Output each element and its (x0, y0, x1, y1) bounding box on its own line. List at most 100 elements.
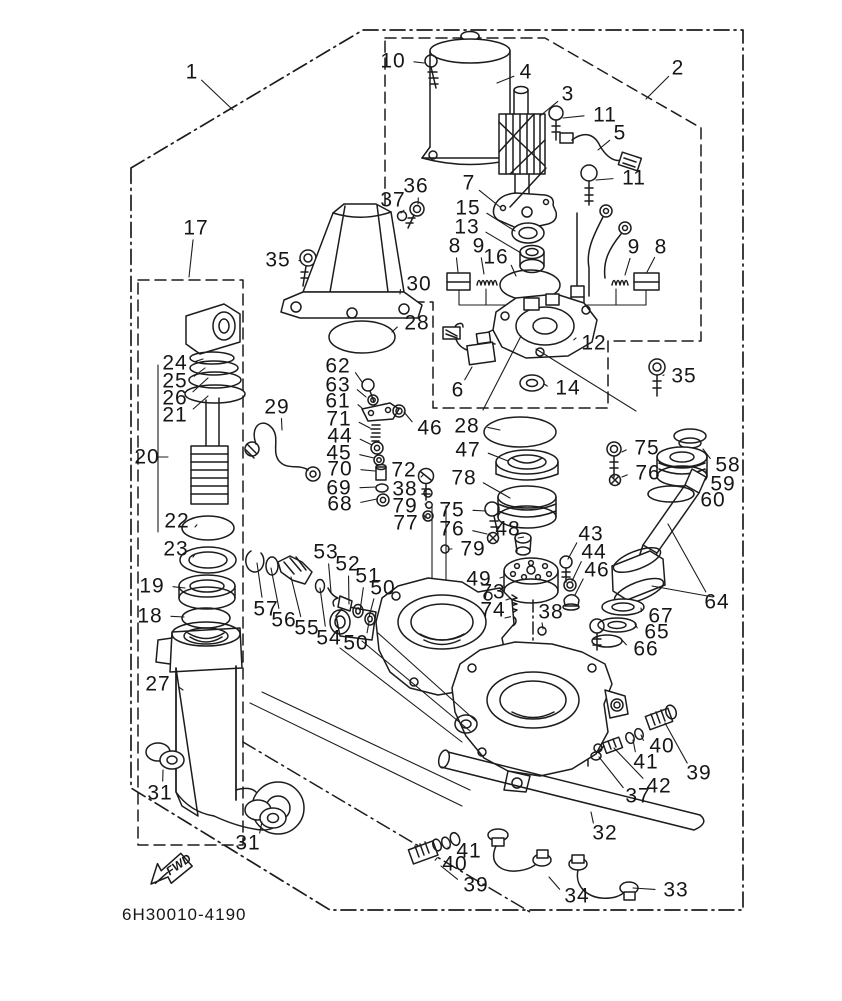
callout-number-70: 70 (327, 458, 352, 481)
callout-31: 31 (147, 769, 172, 805)
callout-leader-19 (172, 586, 186, 589)
callout-leader-6 (464, 366, 473, 381)
callout-number-57: 57 (253, 598, 278, 621)
callout-number-76: 76 (635, 462, 660, 485)
callout-number-1: 1 (186, 61, 199, 84)
wire-5-sketch (559, 132, 643, 172)
callout-52: 52 (335, 553, 360, 605)
callout-63: 63 (325, 374, 367, 398)
washers-24-25-26-sketch (184, 351, 246, 404)
piston-eye-21-sketch (185, 303, 241, 355)
callout-number-12: 12 (581, 332, 606, 355)
callout-leader-40 (640, 734, 644, 741)
callout-number-3: 3 (562, 83, 575, 106)
brush-alignment-lines (458, 288, 647, 306)
callout-number-46: 46 (417, 417, 442, 440)
rings-67-65-66-sketch (589, 598, 645, 651)
callout-leader-27 (177, 686, 184, 691)
valve-assembly-leader-lines (249, 632, 478, 807)
callout-number-7: 7 (463, 172, 476, 195)
callout-10: 10 (380, 50, 425, 73)
callout-37: 37 (598, 756, 650, 808)
callout-leader-28 (487, 426, 501, 431)
callout-number-68: 68 (327, 493, 352, 516)
callout-number-39: 39 (463, 874, 488, 897)
callout-number-54: 54 (316, 627, 341, 650)
callout-35: 35 (265, 249, 302, 272)
callout-leader-13 (485, 231, 522, 254)
callout-number-65: 65 (644, 621, 669, 644)
callout-number-76: 76 (439, 518, 464, 541)
callout-number-74: 74 (480, 599, 505, 622)
brush-holder-right-sketch (611, 272, 660, 291)
callout-number-31: 31 (235, 832, 260, 855)
motor-sketch (421, 30, 519, 166)
armature-3-sketch (498, 85, 546, 225)
callout-34: 34 (548, 876, 589, 908)
callout-leader-3 (539, 100, 559, 117)
callout-leader-57 (256, 562, 263, 598)
callout-leader-75 (621, 449, 627, 453)
callout-number-2: 2 (672, 57, 685, 80)
callout-11: 11 (595, 167, 645, 190)
callout-leader-69 (359, 486, 377, 489)
callout-leader-41 (632, 739, 636, 753)
callout-58: 58 (702, 448, 740, 477)
callout-number-79: 79 (460, 538, 485, 561)
callout-number-9: 9 (628, 236, 641, 259)
callout-45: 45 (326, 442, 375, 465)
callout-61: 61 (325, 390, 364, 413)
callout-number-11: 11 (593, 104, 617, 127)
free-piston-64-sketch (611, 468, 714, 605)
callout-number-72: 72 (391, 459, 416, 482)
brush-holder-left-sketch (446, 272, 498, 291)
callout-57: 57 (253, 562, 278, 621)
callout-79: 79 (447, 538, 485, 561)
callout-66: 66 (621, 638, 658, 661)
callout-59: 59 (705, 469, 735, 496)
callout-leader-24 (195, 358, 204, 362)
callout-leader-50 (368, 598, 375, 618)
callout-number-17: 17 (183, 217, 208, 240)
callout-number-44: 44 (581, 541, 606, 564)
callout-number-14: 14 (555, 377, 580, 400)
callout-number-75: 75 (439, 499, 464, 522)
callout-leader-9 (480, 257, 485, 275)
callout-leader-32 (590, 811, 594, 824)
callout-number-5: 5 (614, 122, 627, 145)
callout-15: 15 (455, 197, 516, 232)
callout-71: 71 (326, 408, 371, 431)
callout-number-60: 60 (700, 489, 725, 512)
callout-number-22: 22 (164, 510, 189, 533)
callout-number-39: 39 (686, 762, 711, 785)
oring-38-right-sketch (537, 626, 547, 636)
callout-number-30: 30 (406, 273, 431, 296)
parts-43-44-46-sketch (559, 555, 580, 611)
callout-leader-28 (391, 326, 398, 333)
callout-44: 44 (327, 425, 373, 448)
callout-56: 56 (270, 567, 296, 632)
callout-5: 5 (597, 122, 627, 151)
callout-31: 31 (235, 821, 263, 855)
callout-number-26: 26 (162, 387, 187, 410)
callout-leader-60 (692, 493, 695, 497)
callout-leader-10 (413, 61, 425, 64)
callout-67: 67 (640, 605, 673, 628)
callout-number-41: 41 (633, 751, 658, 774)
callout-number-21: 21 (162, 404, 187, 427)
callout-number-49: 49 (466, 568, 491, 591)
callout-73: 73 (480, 581, 512, 604)
callout-number-62: 62 (325, 355, 350, 378)
callout-leader-40 (434, 857, 438, 861)
callout-number-58: 58 (715, 454, 740, 477)
callout-leader-25 (193, 367, 206, 377)
seals-58-59-60-sketch (647, 428, 708, 503)
callout-40: 40 (640, 734, 674, 758)
callout-leader-14 (543, 383, 548, 387)
callout-72: 72 (391, 459, 424, 482)
callout-number-67: 67 (648, 605, 673, 628)
callout-number-45: 45 (326, 442, 351, 465)
grommet-31-right-sketch (244, 799, 287, 829)
callout-leader-29 (280, 418, 283, 431)
callout-leader-12 (573, 337, 577, 341)
